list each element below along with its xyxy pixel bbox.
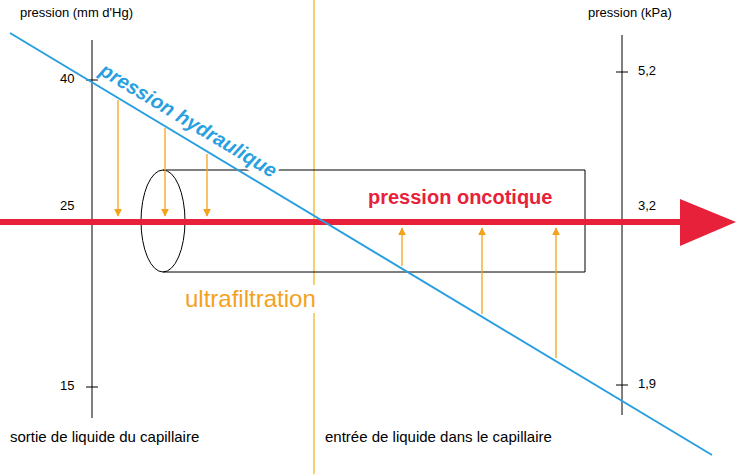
axis-title: pression (kPa) (588, 6, 672, 21)
hydraulic-line (10, 33, 712, 455)
separator-line (313, 0, 315, 474)
tick-label: 40 (60, 72, 74, 87)
flow-label: ultrafiltration (183, 285, 318, 313)
tick-label: 25 (60, 199, 74, 214)
side-caption: entrée de liquide dans le capillaire (325, 428, 552, 445)
oncotic-line (0, 219, 690, 225)
tick-label: 3,2 (638, 199, 656, 214)
line-label: pression oncotique (368, 186, 552, 209)
axis-title: pression (mm d'Hg) (20, 6, 133, 21)
tick-label: 5,2 (638, 64, 656, 79)
axes (86, 35, 628, 418)
oncotic-arrowhead (680, 199, 736, 246)
side-caption: sortie de liquide du capillaire (10, 428, 199, 445)
tick-label: 1,9 (638, 377, 656, 392)
flow-arrows (118, 100, 556, 358)
line-label: pression hydraulique (94, 58, 283, 184)
tick-label: 15 (60, 379, 74, 394)
